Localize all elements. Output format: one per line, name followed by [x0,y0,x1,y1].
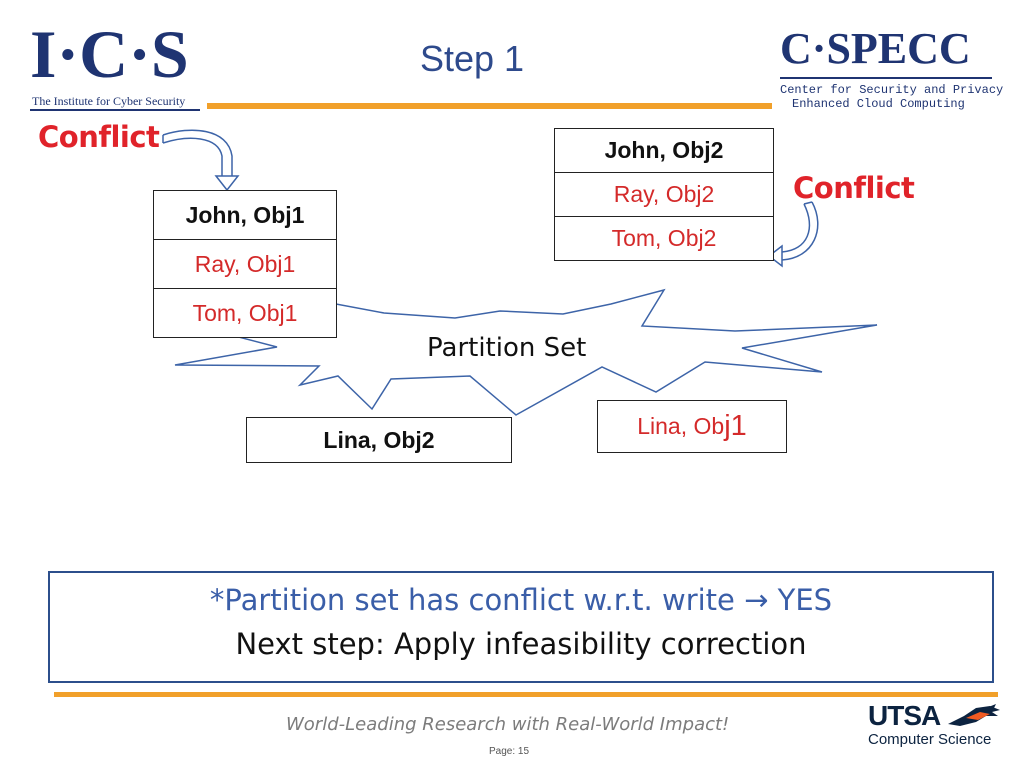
lina-obj1-label-tail: j1 [724,410,747,442]
note-line-next-step: Next step: Apply infeasibility correctio… [235,627,807,661]
table-cell: John, Obj2 [554,128,774,173]
ics-logo-rule [30,109,200,111]
utsa-logo-word: UTSA [868,700,941,731]
table-row: Tom, Obj2 [554,216,774,261]
footer-tagline: World-Leading Research with Real-World I… [286,714,730,735]
slide-title: Step 1 [420,38,525,79]
table-row: Tom, Obj1 [153,288,337,338]
cspecc-logo-rule [780,77,992,79]
partition-set-label: Partition Set [427,333,587,363]
table-cell: Ray, Obj1 [153,239,337,289]
conflict-label-right: Conflict [793,171,915,205]
lina-obj2-label: Lina, Obj2 [323,426,435,453]
table-row: John, Obj1 [153,190,337,240]
conclusion-note-box: *Partition set has conflict w.r.t. write… [48,571,994,683]
table-cell: John, Obj1 [153,190,337,240]
curved-arrow-icon [767,201,819,268]
utsa-logo: UTSA Computer Science [866,700,1006,754]
lina-obj2-box: Lina, Obj2 [246,417,512,463]
conflict-label-left: Conflict [38,120,160,154]
roadrunner-icon [948,704,1000,726]
ics-logo: I·C·S The Institute for Cyber Security [30,16,205,111]
table-row: Ray, Obj1 [153,239,337,289]
footer-divider-bar [54,692,998,697]
note-line-conflict: *Partition set has conflict w.r.t. write… [209,583,833,617]
cspecc-logo-letters: C·SPECC [780,24,971,73]
permission-table-obj2: John, Obj2 Ray, Obj2 Tom, Obj2 [554,128,774,261]
starburst-shape [174,288,878,416]
table-row: John, Obj2 [554,128,774,173]
curved-arrow-icon [162,129,240,192]
page-number: Page: 15 [489,746,530,757]
ics-logo-letters: I·C·S [30,16,189,92]
table-cell: Tom, Obj1 [153,288,337,338]
cspecc-logo-subtitle-line2: Enhanced Cloud Computing [792,97,965,111]
cspecc-logo-subtitle-line1: Center for Security and Privacy [780,83,1004,97]
ics-logo-subtitle: The Institute for Cyber Security [32,94,186,108]
title-underline-bar [207,103,772,109]
table-row: Ray, Obj2 [554,172,774,217]
table-cell: Tom, Obj2 [554,216,774,261]
table-cell: Ray, Obj2 [554,172,774,217]
cspecc-logo: C·SPECC Center for Security and Privacy … [778,24,1003,116]
utsa-logo-department: Computer Science [868,731,992,748]
permission-table-obj1: John, Obj1 Ray, Obj1 Tom, Obj1 [153,190,337,338]
lina-obj1-label: Lina, Ob [637,413,725,439]
